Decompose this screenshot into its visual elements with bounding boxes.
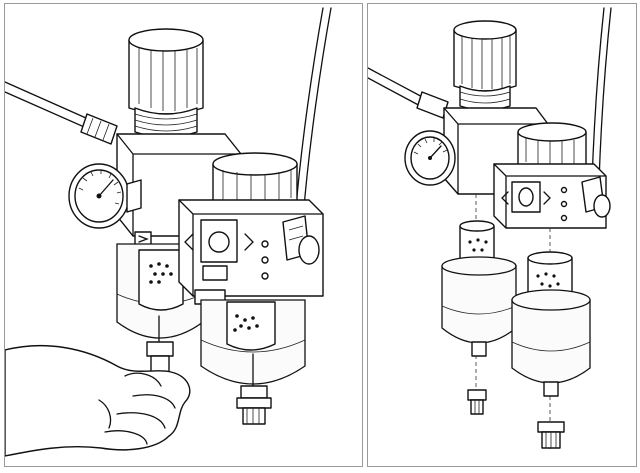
filter-drain: [537, 421, 565, 449]
filter-body: [493, 163, 607, 229]
exploded-illustration: [368, 7, 612, 452]
filter-bowl: [511, 289, 591, 397]
pressure-gauge-icon: [68, 163, 142, 229]
panel-assembled: [4, 3, 363, 467]
inlet-hose: [368, 67, 449, 119]
filter-cap: [517, 122, 587, 170]
assembled-illustration: [5, 7, 332, 457]
regulator-knob: [453, 20, 517, 111]
supply-tube: [591, 7, 612, 183]
pressure-gauge-icon: [404, 130, 456, 186]
regulator-drain: [467, 389, 487, 415]
inlet-hose: [5, 81, 118, 145]
flow-arrow-icon: [501, 191, 551, 205]
regulator-knob: [128, 28, 204, 138]
supply-tube: [294, 7, 332, 220]
flow-arrow-icon: [184, 233, 254, 251]
elbow-fitting: [581, 176, 611, 218]
filter-bowl: [200, 299, 306, 425]
regulator-bowl: [441, 256, 517, 357]
elbow-fitting: [282, 215, 320, 265]
panel-exploded: [367, 3, 637, 467]
hand-icon: [5, 344, 191, 457]
filter-element: [138, 249, 184, 311]
